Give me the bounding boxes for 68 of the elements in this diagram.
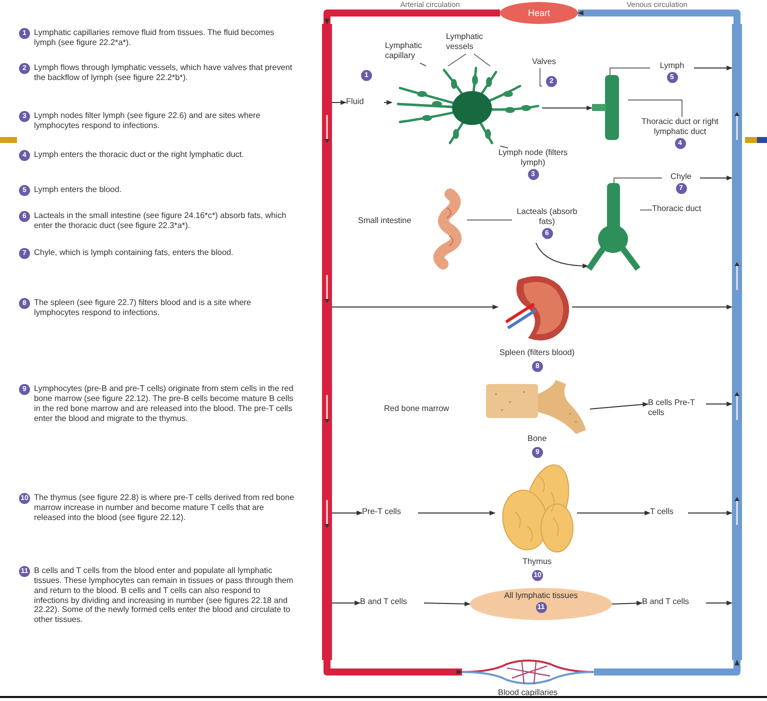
text-label: Lymph	[658, 61, 686, 71]
arrow	[424, 601, 471, 606]
step-description: Lymph flows through lymphatic vessels, which have valves that prevent the backflow of lymph (see figure 22.2*b*).	[34, 63, 294, 83]
step-description: Lymphatic capillaries remove fluid from tissues. The fluid becomes lymph (see figure 22.2*a*).	[34, 28, 276, 48]
text-label: Small intestine	[358, 216, 412, 226]
arrow	[418, 510, 496, 516]
text-label: B and T cells	[360, 597, 424, 609]
blood-vessel	[324, 660, 463, 676]
arrow	[612, 600, 643, 606]
leader-line	[540, 68, 542, 86]
leader-line	[610, 68, 650, 76]
text-label: Red bone marrow	[384, 404, 450, 414]
step-description: Lymph enters the blood.	[34, 185, 123, 195]
text-label: Valves	[532, 57, 568, 68]
step-description: The thymus (see figure 22.8) is where pre-T cells derived from red bone marrow increase in number and become mature T cells that are released into the blood (see figure 22.12).	[34, 493, 296, 523]
text-label: Thoracic duct	[652, 204, 718, 216]
arrow	[536, 242, 589, 268]
arrow	[706, 402, 733, 406]
text-label: Lymphatic capillary	[385, 41, 439, 63]
heart-oval: Heart	[500, 2, 578, 24]
text-label: T cells	[650, 507, 688, 519]
leader-line	[448, 54, 466, 66]
text-label: Lymph node (filters lymph)	[497, 148, 569, 168]
arrow	[332, 600, 361, 606]
leader-line	[500, 146, 508, 148]
text-label: Fluid	[346, 97, 384, 108]
leader-line	[614, 178, 662, 184]
text-label: All lymphatic tissues	[503, 591, 579, 601]
node-label: Blood capillaries	[498, 688, 558, 698]
arrow	[384, 100, 393, 105]
arrow	[332, 304, 499, 310]
step-description: Lymph enters the thoracic duct or the right lymphatic duct.	[34, 150, 245, 160]
node-label: Thymus	[522, 557, 552, 567]
arrow	[332, 510, 363, 516]
arrow	[576, 510, 651, 516]
arrow	[694, 66, 733, 70]
text-label: Chyle	[670, 172, 692, 182]
leader-line	[420, 62, 426, 66]
vein-tube	[732, 24, 742, 660]
text-label: Lymphatic vessels	[446, 32, 496, 54]
step-description: Lymphocytes (pre-B and pre-T cells) originate from stem cells in the red bone marrow (see figure 22.12). The pre-B cells become mature B cells in the red bone marrow and are released into the blood. The pre-T cells enter the blood and migrate to the thymus.	[34, 384, 294, 424]
text-label: Lacteals (absorb fats)	[516, 207, 578, 227]
arrow	[706, 600, 733, 606]
step-description: Chyle, which is lymph containing fats, enters the blood.	[34, 248, 234, 258]
text-label: Thoracic duct or right lymphatic duct	[640, 117, 720, 137]
step-description: Lymph nodes filter lymph (see figure 22.6) and are sites where lymphocytes respond to infections.	[34, 111, 262, 131]
leader-line	[474, 54, 490, 66]
blood-vessel	[324, 10, 500, 25]
step-description: The spleen (see figure 22.7) filters blood and is a site where lymphocytes respond to infections.	[34, 298, 252, 318]
blood-vessel	[594, 659, 740, 676]
arrow	[700, 176, 733, 180]
artery-tube	[322, 24, 332, 660]
text-label: Pre-T cells	[362, 507, 418, 519]
node-label: Bone	[528, 434, 547, 444]
leader-line	[628, 100, 682, 118]
arrow	[542, 106, 593, 110]
duct-drawing	[588, 183, 640, 271]
arrow	[572, 304, 733, 310]
arrow	[688, 510, 733, 516]
step-description: B cells and T cells from the blood enter and populate all lymphatic tissues. These lymphocytes can remain in tissues or pass through them and return to the blood. B cells and T cells can also respond to infections by dividing and increasing in number (see figures 22.18 and 22.22). Some of the newly formed cells enter the blood and circulate to other tissues.	[34, 566, 294, 626]
blood-vessel	[577, 10, 740, 24]
arrow	[590, 402, 649, 410]
node-label: Spleen (filters blood)	[500, 348, 575, 358]
text-label: B and T cells	[642, 597, 706, 609]
arrow	[332, 100, 347, 105]
text-label: B cells Pre-T cells	[648, 398, 706, 422]
capillary-network-drawing	[462, 658, 594, 686]
step-description: Lacteals in the small intestine (see figure 24.16*c*) absorb fats, which enter the thoracic duct (see figure 22.3*a*).	[34, 211, 288, 231]
